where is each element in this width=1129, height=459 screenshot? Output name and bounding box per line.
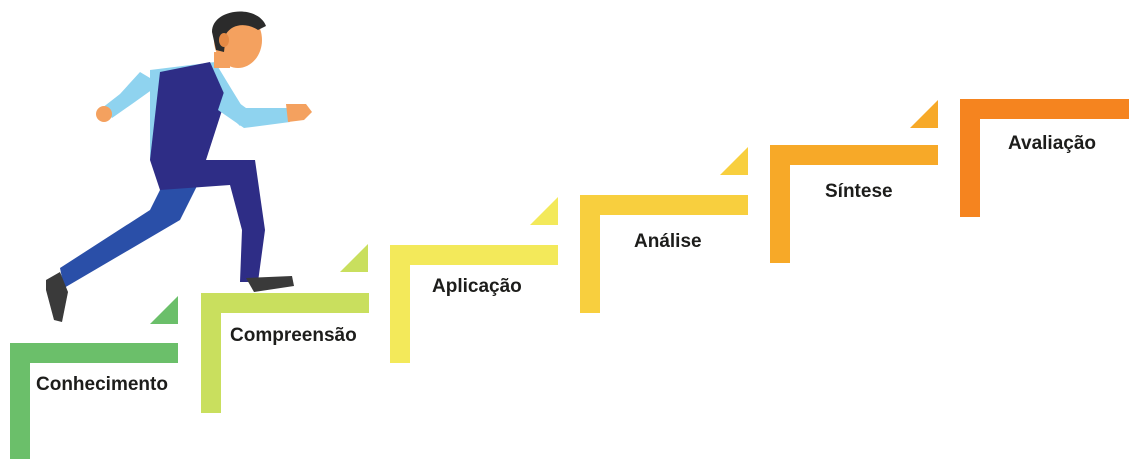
step-corner-triangle xyxy=(340,244,370,274)
step-label: Síntese xyxy=(825,181,893,202)
step-top-bar xyxy=(390,245,558,265)
step-label: Conhecimento xyxy=(36,374,168,395)
back-arm xyxy=(102,72,160,118)
step-side-bar xyxy=(770,145,790,263)
step-top-bar xyxy=(770,145,938,165)
step-top-bar xyxy=(10,343,178,363)
vest xyxy=(150,62,226,160)
step-side-bar xyxy=(390,245,410,363)
step-triangle xyxy=(530,197,558,225)
back-hand xyxy=(96,106,112,122)
front-arm xyxy=(218,92,290,128)
step-side-bar xyxy=(580,195,600,313)
hair-icon xyxy=(212,11,266,52)
step-top-bar xyxy=(201,293,369,313)
front-leg xyxy=(150,160,265,282)
step-side-bar xyxy=(10,343,30,459)
front-hand xyxy=(286,104,312,122)
step-label: Análise xyxy=(634,231,702,252)
step-analise xyxy=(580,195,748,313)
step-avaliacao xyxy=(960,99,1129,217)
step-side-bar xyxy=(201,293,221,413)
back-leg xyxy=(60,170,200,288)
back-shoe xyxy=(46,272,68,322)
step-label: Compreensão xyxy=(230,325,357,346)
step-label: Aplicação xyxy=(432,276,522,297)
step-side-bar xyxy=(960,99,980,217)
step-top-bar xyxy=(960,99,1129,119)
ear xyxy=(219,33,229,47)
step-corner-triangle xyxy=(530,197,560,227)
step-conhecimento xyxy=(10,343,178,459)
step-corner-triangle xyxy=(910,100,940,130)
step-compreensao xyxy=(201,293,369,413)
step-top-bar xyxy=(580,195,748,215)
step-triangle xyxy=(720,147,748,175)
step-aplicacao xyxy=(390,245,558,363)
step-triangle xyxy=(340,244,368,272)
step-triangle xyxy=(150,296,178,324)
step-corner-triangle xyxy=(720,147,750,177)
step-corner-triangle xyxy=(150,296,180,326)
step-label: Avaliação xyxy=(1008,133,1097,154)
step-sintese xyxy=(770,145,938,263)
step-triangle xyxy=(910,100,938,128)
front-shoe xyxy=(246,276,294,292)
